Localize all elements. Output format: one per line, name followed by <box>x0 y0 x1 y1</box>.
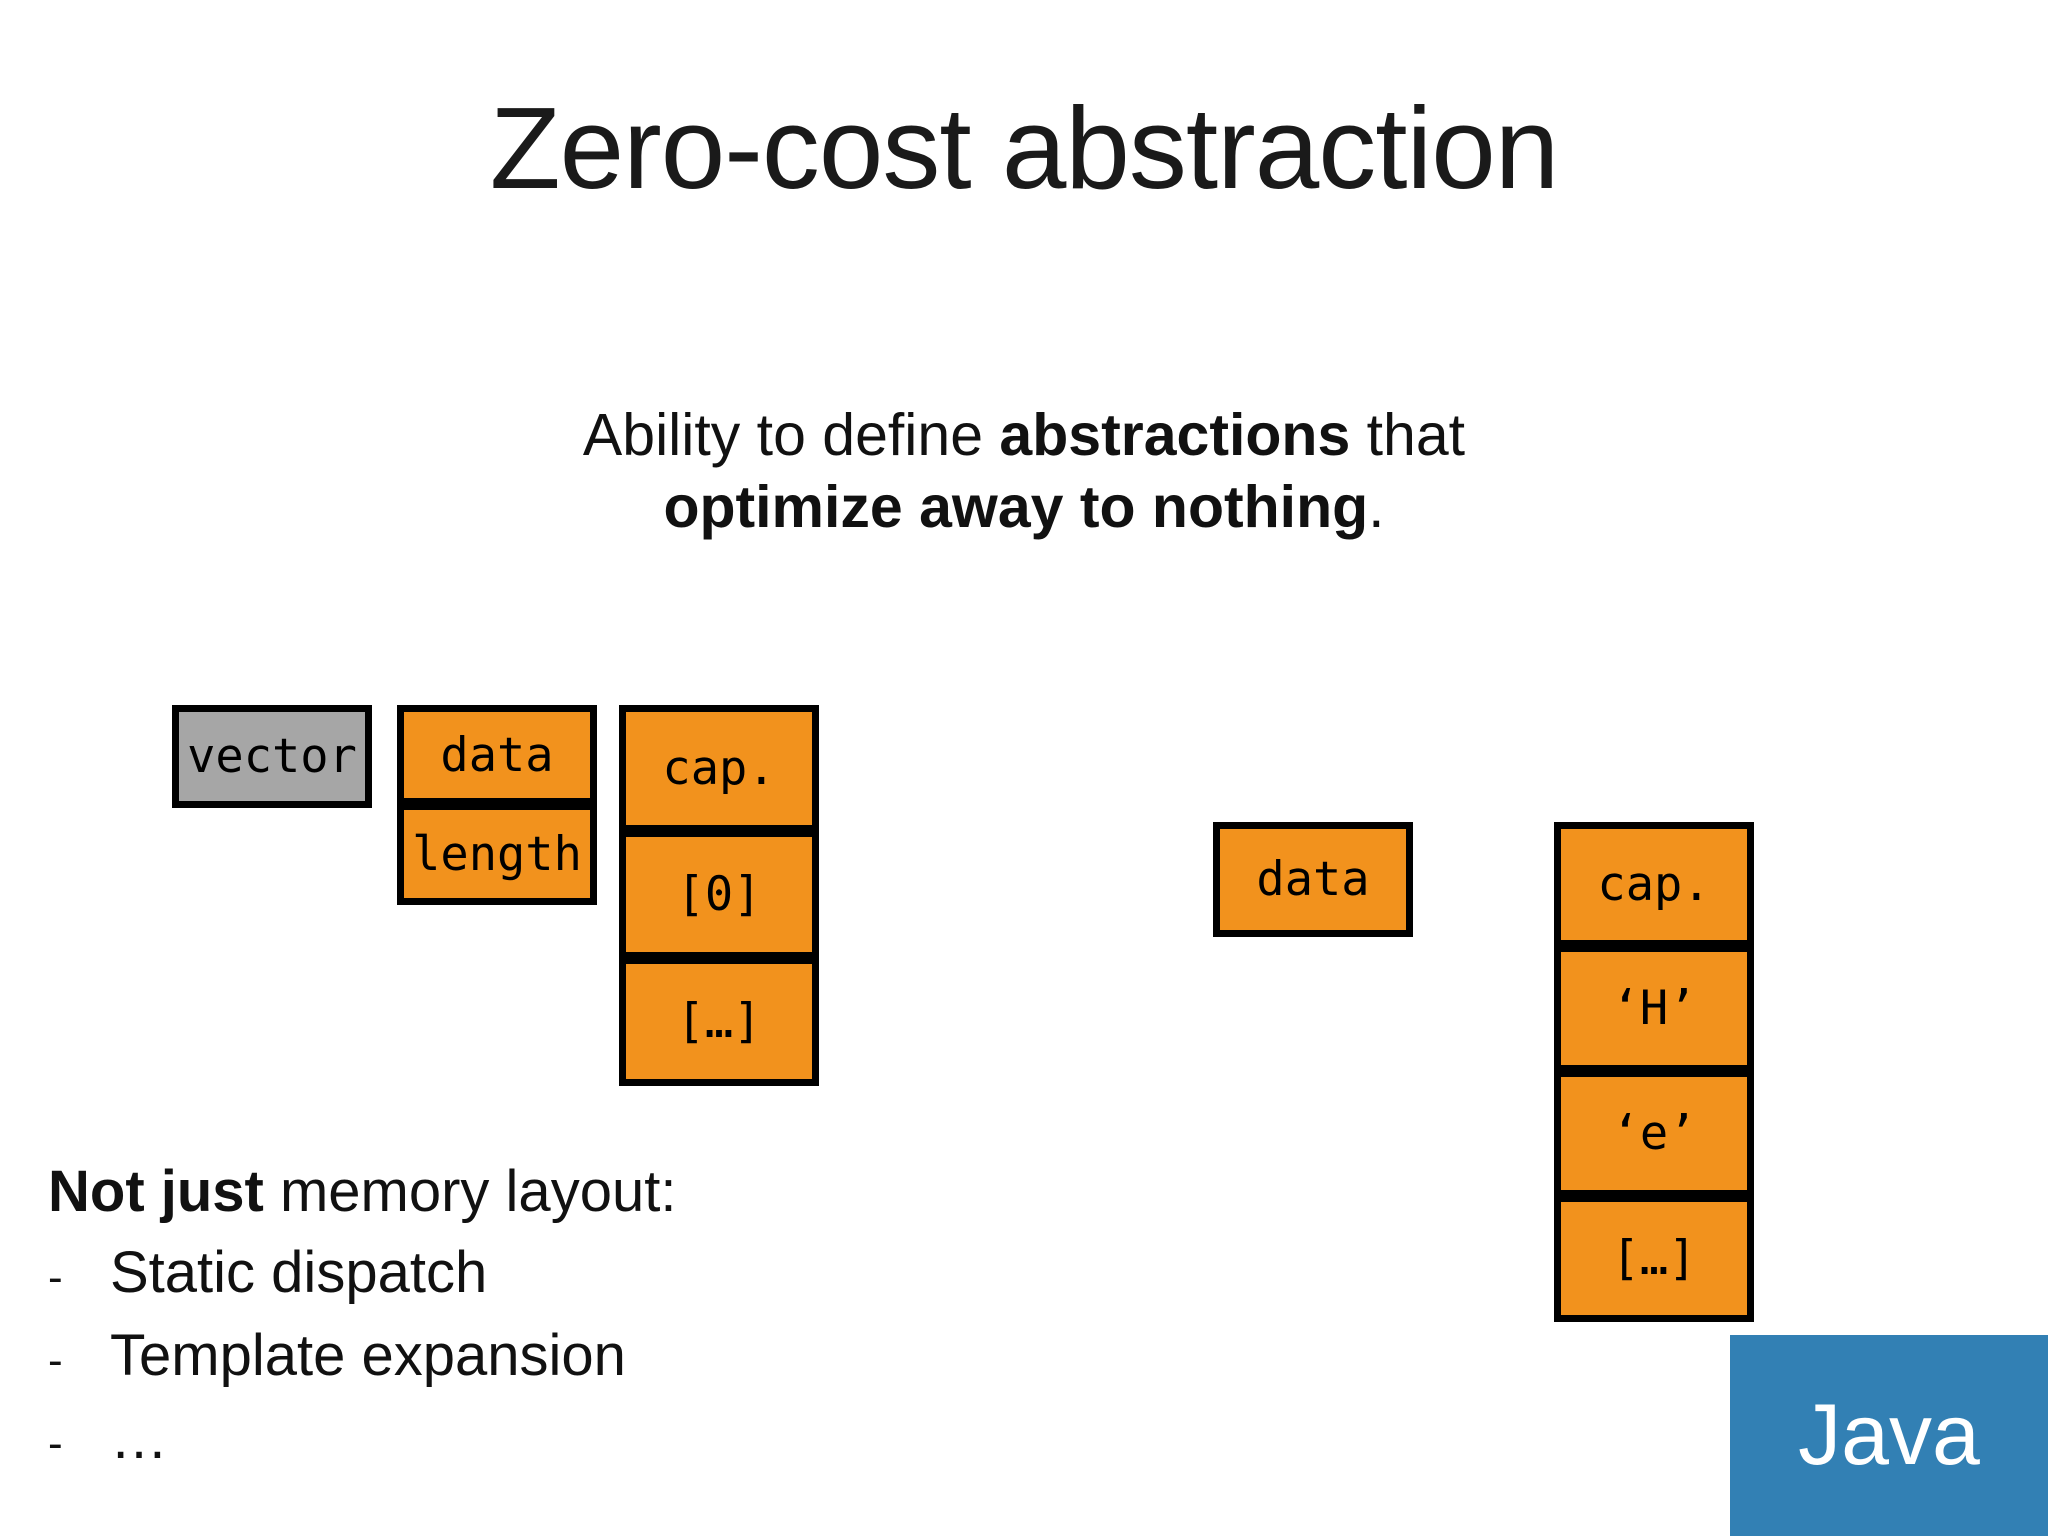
subtitle-line1-post: that <box>1350 402 1466 468</box>
language-badge-java: Java <box>1730 1335 2048 1536</box>
memory-column-vector-buffer: cap. [0] […] <box>619 705 819 1086</box>
list-item: - Static dispatch <box>48 1239 948 1306</box>
subtitle-line1-bold: abstractions <box>999 402 1351 468</box>
bullet-lead-bold: Not just <box>48 1159 264 1224</box>
memory-column-vector-fields: data length <box>397 705 597 905</box>
memory-column-string-buffer: cap. ‘H’ ‘e’ […] <box>1554 822 1754 1322</box>
bullet-block: Not just memory layout: - Static dispatc… <box>48 1159 948 1490</box>
list-item: - Template expansion <box>48 1322 948 1389</box>
bullet-item-text: Static dispatch <box>110 1239 488 1305</box>
list-item: - … <box>48 1405 948 1472</box>
memory-cell-vector-capacity: cap. <box>619 705 819 832</box>
subtitle-line2-post: . <box>1368 473 1385 540</box>
bullet-lead: Not just memory layout: <box>48 1159 948 1225</box>
bullet-dash-icon: - <box>48 1252 63 1302</box>
subtitle-line1-pre: Ability to define <box>582 402 1000 468</box>
subtitle-line-1: Ability to define abstractions that <box>0 400 2048 472</box>
subtitle-line-2: optimize away to nothing. <box>0 472 2048 544</box>
memory-cell-string-char-rest: […] <box>1554 1197 1754 1322</box>
memory-cell-string-data: data <box>1213 822 1413 937</box>
memory-cell-string-capacity: cap. <box>1554 822 1754 947</box>
subtitle-line2-bold: optimize away to nothing <box>663 473 1369 540</box>
memory-column-string-field: data <box>1213 822 1413 937</box>
bullet-dash-icon: - <box>48 1335 63 1385</box>
bullet-item-text: … <box>110 1405 168 1471</box>
memory-column-vector-object: vector <box>172 705 372 808</box>
memory-cell-string-char-h: ‘H’ <box>1554 947 1754 1072</box>
memory-cell-vector-elem-rest: […] <box>619 959 819 1086</box>
memory-cell-vector-length: length <box>397 805 597 905</box>
memory-cell-string-char-e: ‘e’ <box>1554 1072 1754 1197</box>
bullet-dash-icon: - <box>48 1418 63 1468</box>
memory-cell-vector-data: data <box>397 705 597 805</box>
bullet-list: - Static dispatch - Template expansion -… <box>48 1239 948 1472</box>
memory-cell-vector-elem-0: [0] <box>619 832 819 959</box>
bullet-lead-rest: memory layout: <box>263 1159 677 1224</box>
memory-cell-vector: vector <box>172 705 372 808</box>
bullet-item-text: Template expansion <box>110 1322 626 1388</box>
slide-subtitle: Ability to define abstractions that opti… <box>0 400 2048 544</box>
page-title: Zero-cost abstraction <box>489 83 1560 213</box>
